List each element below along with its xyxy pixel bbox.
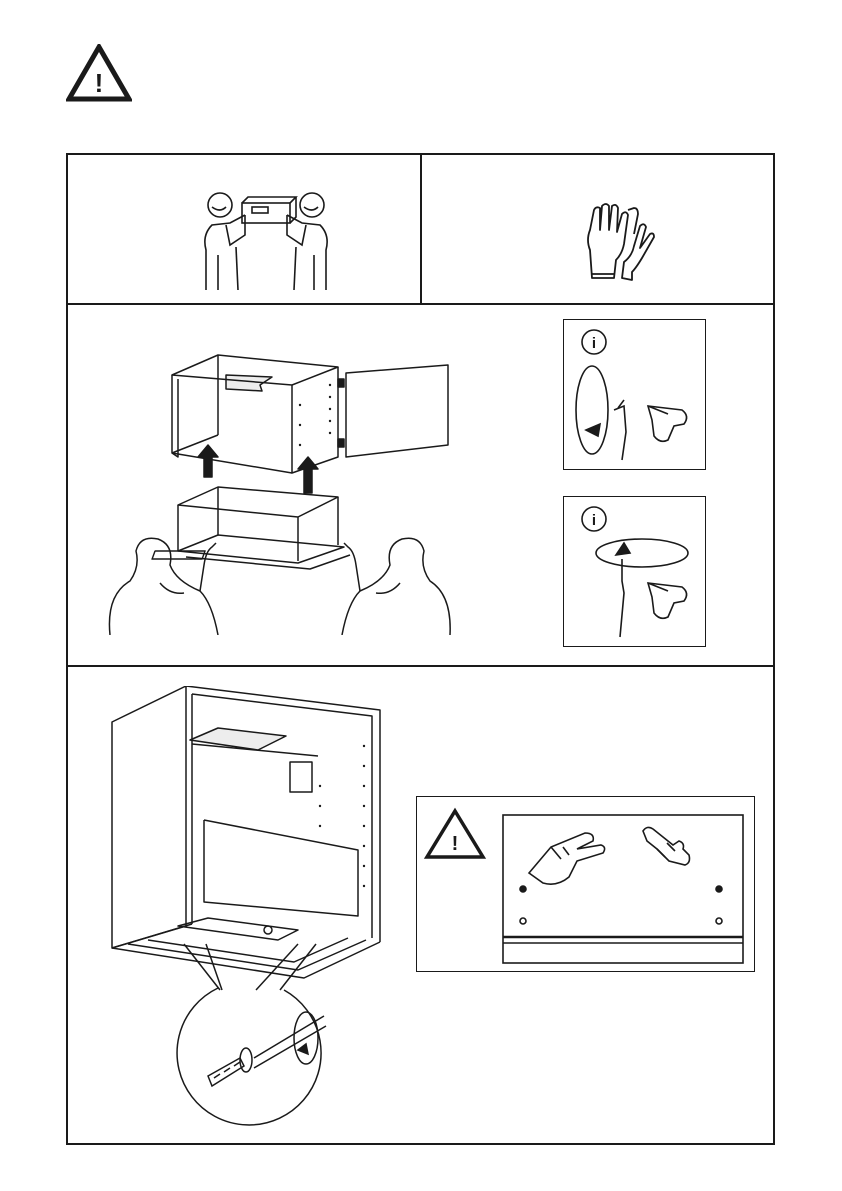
screw-detail-icon — [148, 940, 348, 1130]
info-socket-wall-panel: i — [563, 319, 706, 470]
info-socket-ceiling-panel: i — [563, 496, 706, 647]
info-glyph: i — [592, 335, 596, 352]
warning-triangle-icon: ! — [427, 811, 483, 857]
two-person-lift-icon — [190, 185, 340, 295]
row-divider — [66, 665, 775, 667]
column-divider — [420, 153, 422, 305]
warning-glyph: ! — [95, 68, 104, 98]
warning-glyph: ! — [452, 833, 459, 855]
info-glyph: i — [592, 512, 596, 529]
warning-icon: ! — [66, 44, 132, 102]
pinch-warning-panel: ! — [416, 796, 755, 972]
lift-hood-into-cabinet-illustration — [100, 345, 460, 635]
protective-gloves-icon — [582, 200, 658, 286]
